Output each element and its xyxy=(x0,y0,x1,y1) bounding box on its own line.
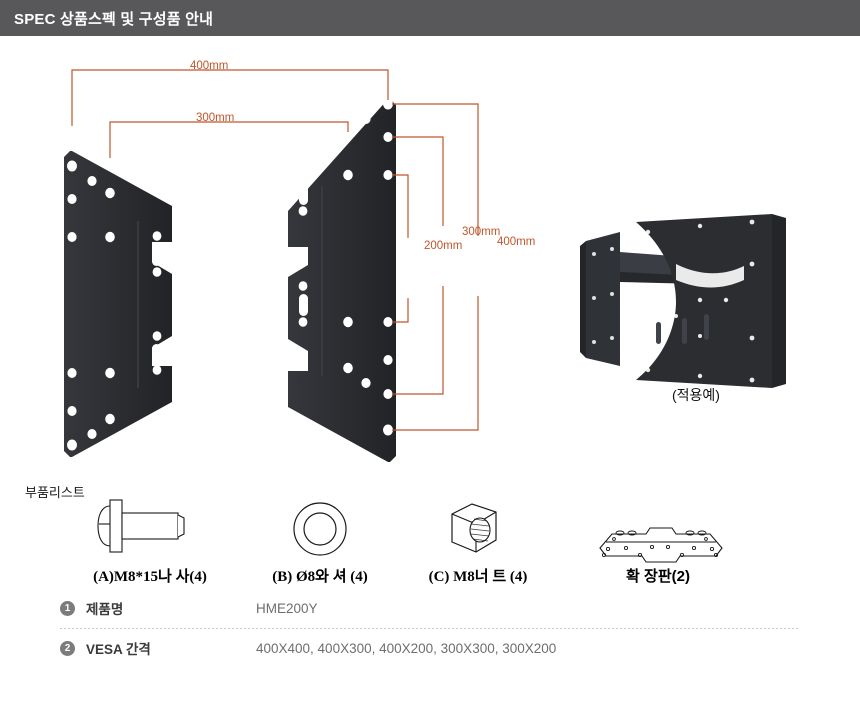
page-header: SPEC 상품스펙 및 구성품 안내 xyxy=(0,0,860,36)
dimension-label-right-middle: 300mm xyxy=(462,226,501,238)
dimension-lines xyxy=(71,69,479,431)
part-label-bolt: (A)M8*15나 사(4) xyxy=(93,569,207,585)
spec-row-product-name: 1 제품명 HME200Y xyxy=(60,588,800,628)
spec-key: VESA 간격 xyxy=(86,642,151,657)
dimension-label-right-inner: 200mm xyxy=(424,240,463,252)
row-number-badge: 1 xyxy=(60,600,75,616)
spec-row-vesa: 2 VESA 간격 400X400, 400X300, 400X200, 300… xyxy=(60,628,800,668)
bolt-icon xyxy=(97,499,185,553)
spec-value: HME200Y xyxy=(256,600,318,616)
spec-diagram-area: 400mm 300mm 400mm 300mm 200mm (적용예) 부품리스… xyxy=(0,36,860,720)
page-title-spec: SPEC xyxy=(14,10,56,28)
middle-arm-plate xyxy=(288,98,396,462)
spec-value: 400X400, 400X300, 400X200, 300X300, 300X… xyxy=(256,640,557,656)
assembled-mount-photo xyxy=(580,214,786,388)
washer-icon xyxy=(293,502,347,556)
part-label-extension-plate: 확 장판(2) xyxy=(626,568,690,585)
left-arm-plate xyxy=(64,151,172,457)
extension-plate-icon xyxy=(599,527,723,563)
diagram-svg xyxy=(64,69,786,563)
hex-nut-icon xyxy=(451,503,497,553)
apply-example-caption: (적용예) xyxy=(672,387,720,403)
parts-list-title: 부품리스트 xyxy=(25,485,85,500)
dimension-label-top-outer: 400mm xyxy=(190,60,229,72)
row-number-badge: 2 xyxy=(60,640,75,656)
part-label-nut: (C) M8너 트 (4) xyxy=(428,569,528,585)
dimension-label-right-outer: 400mm xyxy=(497,236,536,248)
page-title: SPEC 상품스펙 및 구성품 안내 xyxy=(0,8,213,29)
spec-key: 제품명 xyxy=(86,602,124,617)
part-label-washer: (B) Ø8와 셔 (4) xyxy=(272,569,368,585)
page-title-korean: 상품스펙 및 구성품 안내 xyxy=(60,10,214,28)
spec-table: 1 제품명 HME200Y 2 VESA 간격 400X400, 400X300… xyxy=(60,588,800,668)
dimension-label-top-inner: 300mm xyxy=(196,112,235,124)
